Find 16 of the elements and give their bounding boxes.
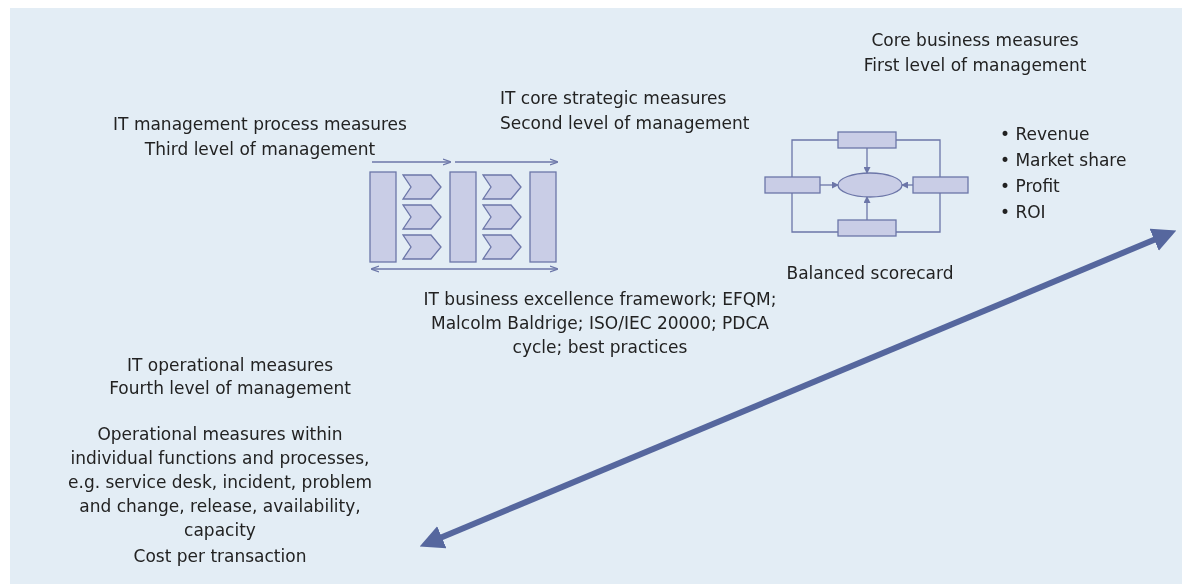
subheading-text: Second level of management xyxy=(500,112,751,135)
subheading-text: First level of management xyxy=(862,54,1088,77)
description-text: IT business excellence framework; EFQM; Malcolm Baldrige; ISO/IEC 20000; PDCA cycle; best practices xyxy=(422,288,778,359)
heading-text: Core business measures xyxy=(870,29,1080,52)
bullet-item: • Revenue xyxy=(1000,123,1090,146)
heading-text: IT core strategic measures xyxy=(500,87,728,110)
bullet-item: • Profit xyxy=(1000,175,1060,198)
description-text: Operational measures within individual functions and processes, e.g. service desk, incident, problem and change, release, availability, capacity xyxy=(67,423,373,542)
heading-text: IT operational measures xyxy=(126,354,334,377)
subheading-text: Third level of management xyxy=(143,138,377,161)
bullet-item: • Market share xyxy=(1000,149,1127,172)
caption: Balanced scorecard xyxy=(785,262,955,285)
description-text: Cost per transaction xyxy=(132,545,308,568)
subheading-text: Fourth level of management xyxy=(108,377,352,400)
heading-text: IT management process measures xyxy=(112,113,408,136)
bullet-item: • ROI xyxy=(1000,201,1046,224)
